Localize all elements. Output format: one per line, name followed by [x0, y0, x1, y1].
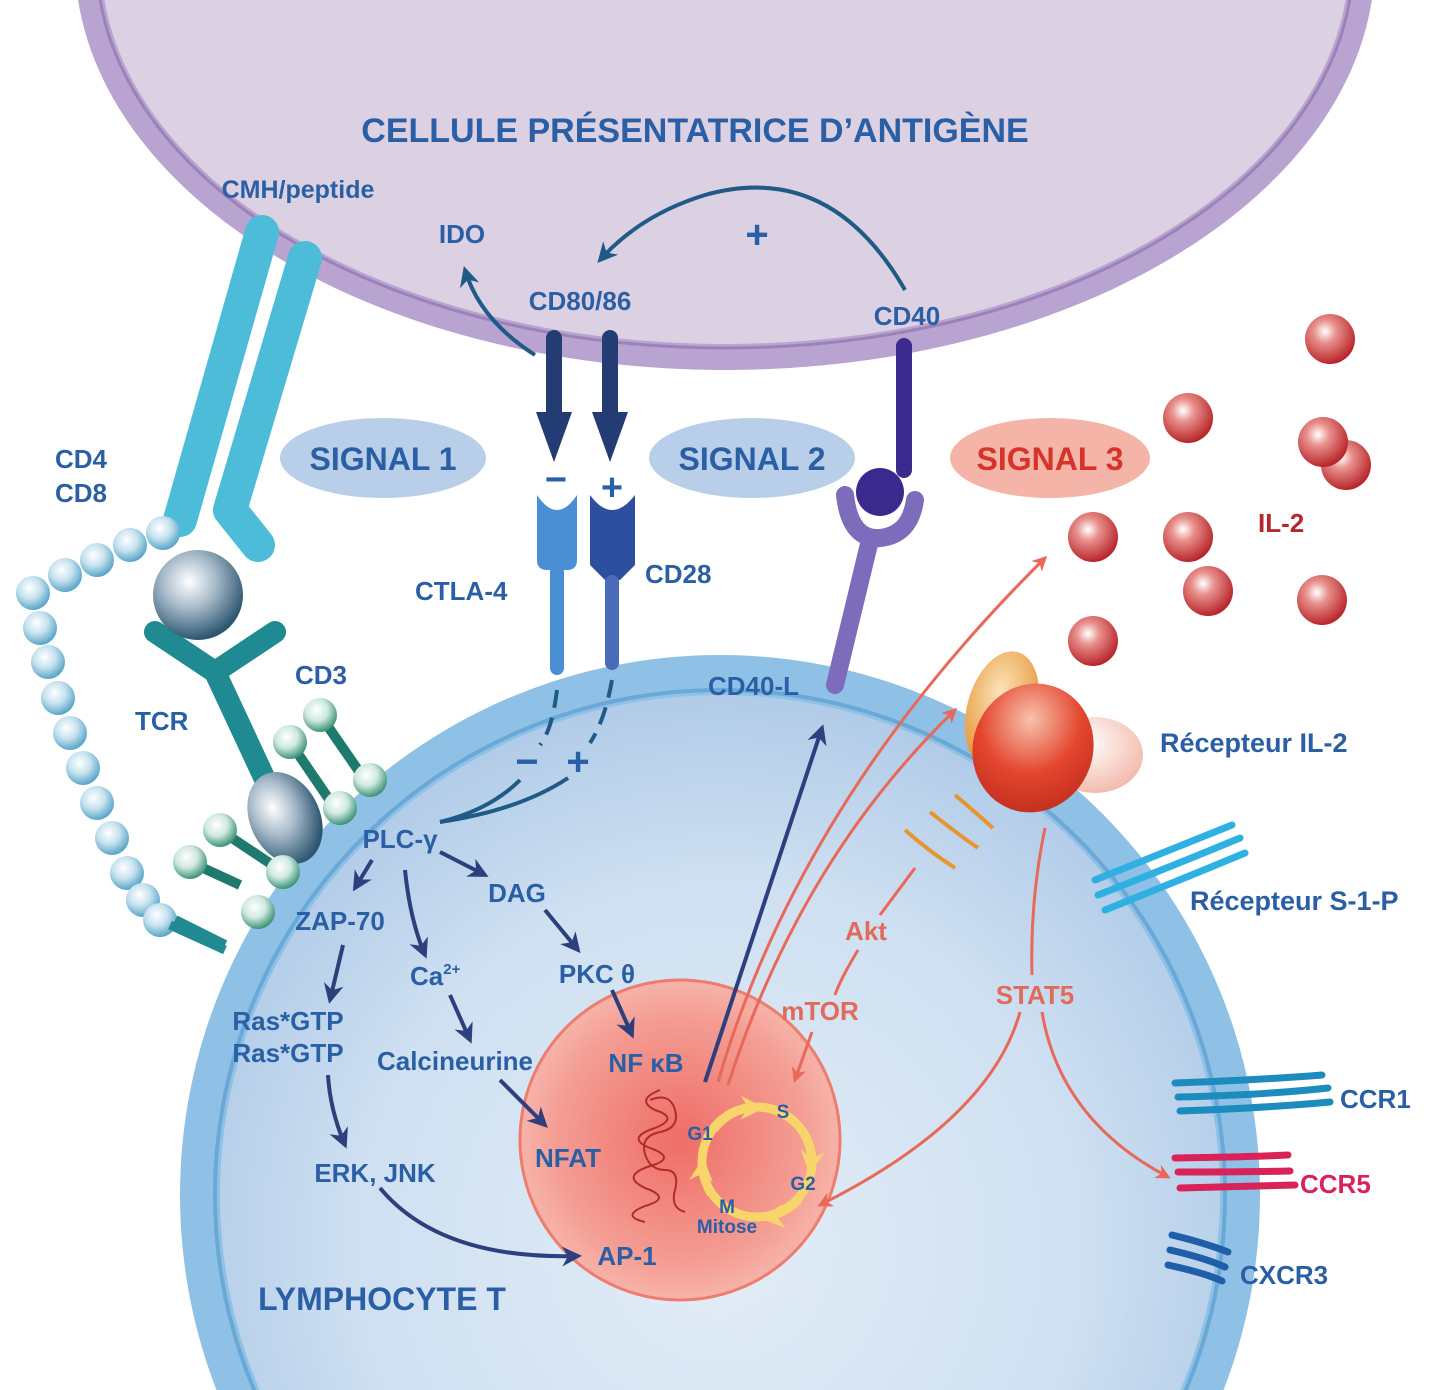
ras-gtp-label-2: Ras*GTP	[232, 1038, 343, 1068]
cd28-label: CD28	[645, 559, 711, 589]
mtor-label: mTOR	[781, 996, 859, 1026]
ctla4-signal-dash	[538, 689, 559, 747]
phase-m-label: M	[719, 1197, 735, 1218]
ccr1-receptor	[1171, 1071, 1334, 1115]
tcr-pathway-arrows	[323, 724, 827, 1267]
signal-2-badge: SIGNAL 2	[649, 418, 855, 498]
inner-plus-sign: +	[566, 740, 589, 784]
il2-label: IL-2	[1258, 508, 1304, 538]
ccr5-label: CCR5	[1300, 1169, 1371, 1199]
il2-receptor	[964, 651, 1143, 813]
il2-pathway-arrows	[716, 555, 1171, 1207]
cd3-label: CD3	[295, 660, 347, 690]
cd28-signal-dash	[588, 679, 614, 745]
cd3-complex	[172, 698, 387, 950]
cd4-cd8-bead-chain	[16, 516, 227, 955]
ctla4-label: CTLA-4	[415, 576, 508, 606]
phase-s-label: S	[777, 1102, 790, 1123]
dag-label: DAG	[488, 878, 546, 908]
cd4-bead	[53, 716, 87, 750]
cd4-bead	[110, 856, 144, 890]
cd4-bead	[95, 821, 129, 855]
mhc-label: CMH/peptide	[222, 176, 375, 204]
calcium-superscript: 2+	[443, 961, 460, 978]
tcr-label: TCR	[135, 706, 189, 736]
signal-3-label: SIGNAL 3	[977, 441, 1124, 477]
cd80-86-ligands	[536, 330, 628, 462]
phase-g1-label: G1	[687, 1124, 713, 1145]
ras-gtp-label-1: Ras*GTP	[232, 1006, 343, 1036]
signal-3-badge: SIGNAL 3	[950, 418, 1150, 498]
mhc-peptide-complex	[163, 215, 322, 562]
cd40-to-cd80-arrow	[597, 185, 907, 292]
cd4-bead	[143, 903, 177, 937]
pkc-theta-label: PKC θ	[559, 959, 635, 989]
plc-gamma-label: PLC-γ	[362, 824, 438, 854]
apc-membrane-inner-line	[99, 0, 1351, 350]
apc-plus-sign: +	[745, 213, 768, 257]
cd4-bead	[80, 786, 114, 820]
cxcr3-label: CXCR3	[1240, 1260, 1328, 1290]
cd4-label: CD4	[55, 444, 108, 474]
calcium-text: Ca	[410, 961, 444, 991]
cd4-bead	[31, 645, 65, 679]
ctla4-minus-sign: −	[545, 459, 567, 501]
s1p-receptor-label: Récepteur S-1-P	[1190, 886, 1399, 916]
ido-label: IDO	[439, 219, 485, 249]
tcell-membrane-inner-line	[213, 688, 1227, 1390]
antigen-presenting-cell	[78, 0, 1372, 370]
cd4-bead	[80, 543, 114, 577]
il2-receptor-label: Récepteur IL-2	[1160, 728, 1348, 758]
cd80-86-label: CD80/86	[529, 286, 632, 316]
cxcr3-receptor	[1164, 1231, 1232, 1285]
nucleus	[518, 978, 842, 1302]
akt-label: Akt	[845, 916, 887, 946]
cd4-bead	[113, 528, 147, 562]
inner-minus-sign: −	[515, 740, 538, 784]
calcium-label: Ca2+	[410, 961, 461, 991]
tcr-receptor	[144, 550, 323, 864]
cd4-bead	[66, 751, 100, 785]
cd4-bead	[41, 681, 75, 715]
stat5-label: STAT5	[996, 980, 1074, 1010]
cd8-label: CD8	[55, 478, 107, 508]
zap70-label: ZAP-70	[295, 906, 385, 936]
cd80-to-ido-arrow	[460, 266, 537, 357]
dna-chromatin	[631, 1089, 686, 1223]
signal-1-badge: SIGNAL 1	[280, 418, 486, 498]
cd40l-label: CD40-L	[708, 671, 799, 701]
signal-1-label: SIGNAL 1	[310, 441, 457, 477]
cd4-bead	[23, 611, 57, 645]
erk-jnk-label: ERK, JNK	[314, 1158, 436, 1188]
phase-g2-label: G2	[790, 1174, 815, 1195]
plus-to-plc-line	[439, 776, 570, 824]
nfkb-label: NF κB	[608, 1048, 683, 1078]
s1p-receptor	[1091, 821, 1249, 914]
cell-cycle-ring	[689, 1095, 825, 1228]
cd4-bead	[16, 576, 50, 610]
jak-signal-arcs	[903, 793, 995, 870]
cd4-bead	[48, 558, 82, 592]
cd40-ligand-pair	[826, 338, 924, 694]
ccr5-receptor	[1171, 1151, 1299, 1192]
apc-cytoplasm	[104, 0, 1346, 344]
signal-2-label: SIGNAL 2	[679, 441, 826, 477]
tcr-anchor	[247, 772, 323, 864]
il2-molecules	[1068, 314, 1371, 666]
cd4-bead	[146, 516, 180, 550]
cd40-label: CD40	[874, 301, 940, 331]
apc-title: CELLULE PRÉSENTATRICE D’ANTIGÈNE	[361, 112, 1028, 150]
nfat-label: NFAT	[535, 1143, 601, 1173]
tcell-title: LYMPHOCYTE T	[258, 1281, 506, 1317]
calcineurine-label: Calcineurine	[377, 1046, 533, 1076]
ccr1-label: CCR1	[1340, 1084, 1411, 1114]
antigen-sphere	[153, 550, 243, 640]
cd28-receptor	[590, 495, 635, 670]
mitose-label: Mitose	[697, 1217, 757, 1238]
cd28-plus-sign: +	[601, 467, 623, 509]
ap1-label: AP-1	[597, 1241, 656, 1271]
ctla4-receptor	[537, 495, 577, 675]
